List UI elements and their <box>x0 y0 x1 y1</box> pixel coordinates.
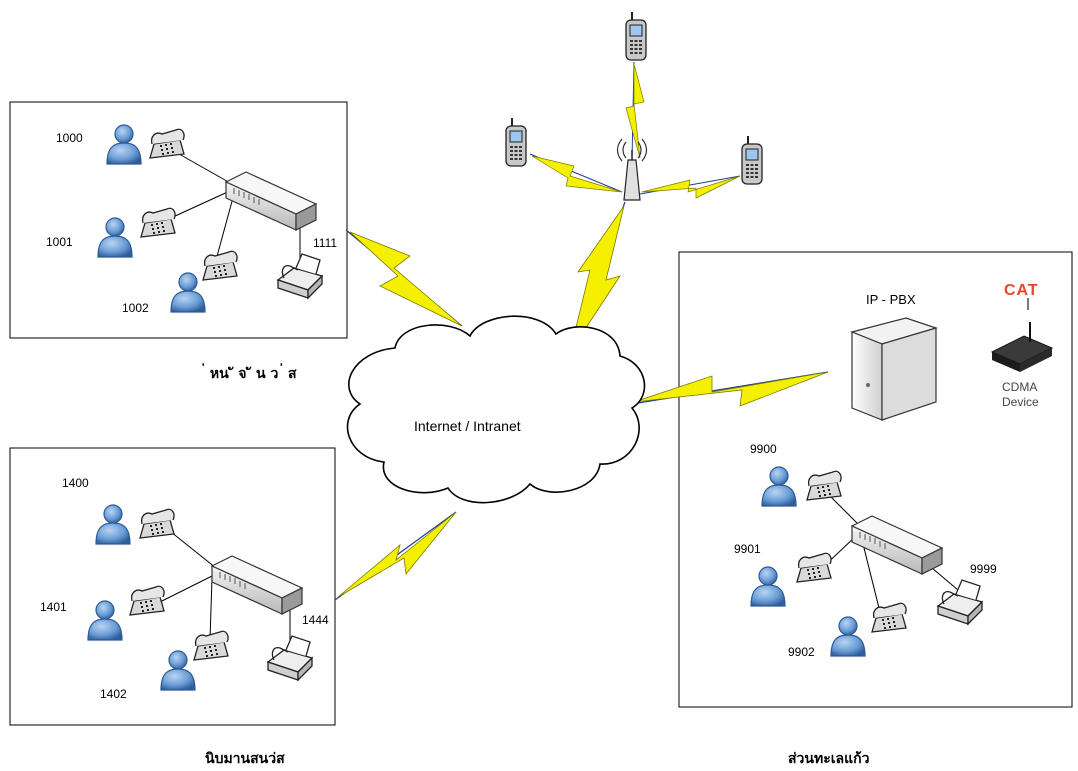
extension-label-1001: 1001 <box>46 235 73 249</box>
lightning-link-top-left <box>345 229 463 327</box>
fax-machine-icon <box>277 253 323 299</box>
extension-label-1400: 1400 <box>62 476 89 490</box>
network-switch-icon <box>851 515 943 575</box>
cat-logo: CAT <box>1004 282 1039 299</box>
wireless-links <box>334 61 829 601</box>
cdma-label-line2: Device <box>1002 395 1039 409</box>
mobile-phone-icon <box>741 135 763 185</box>
extension-label-1401: 1401 <box>40 600 67 614</box>
person-icon <box>750 566 786 607</box>
person-icon <box>106 124 142 165</box>
telephone-icon <box>129 585 165 616</box>
lightning-link-pbx <box>631 371 829 407</box>
office-box-bottom-left <box>9 447 336 726</box>
fax-machine-icon <box>937 579 983 625</box>
network-switch-icon <box>225 171 317 231</box>
fax-label-1444: 1444 <box>302 613 329 627</box>
lightning-link-mobile-right <box>639 175 741 199</box>
cloud-label: Internet / Intranet <box>414 418 521 434</box>
office-caption-bottom-left: นิบมานสนว่ส <box>205 751 285 767</box>
office-top-left <box>97 124 323 313</box>
extension-label-9902: 9902 <box>788 645 815 659</box>
extension-label-9901: 9901 <box>734 542 761 556</box>
pbx-label: IP - PBX <box>866 292 916 307</box>
ip-pbx-server-icon <box>850 317 938 421</box>
person-icon <box>830 616 866 657</box>
extension-label-1000: 1000 <box>56 131 83 145</box>
lightning-link-mobile-top <box>625 61 645 161</box>
fax-label-9999: 9999 <box>970 562 997 576</box>
telephone-icon <box>806 470 842 501</box>
person-icon <box>761 466 797 507</box>
office-caption-right: ส่วนทะเลแก้ว <box>788 751 870 767</box>
cdma-device-icon <box>990 322 1054 372</box>
office-box-top-left <box>9 101 348 339</box>
mobile-phone-icon <box>505 117 527 167</box>
person-icon <box>97 217 133 258</box>
person-icon <box>87 600 123 641</box>
antenna-tower-icon <box>616 138 648 201</box>
lightning-link-mobile-left <box>529 153 623 193</box>
person-icon <box>160 650 196 691</box>
extension-label-1002: 1002 <box>122 301 149 315</box>
network-switch-icon <box>211 555 303 615</box>
telephone-icon <box>139 508 175 539</box>
office-box-right <box>678 251 1073 708</box>
office-caption-top-left: ่ หน ั จ ั น ว ่ ส <box>205 366 297 382</box>
extension-label-1402: 1402 <box>100 687 127 701</box>
telephone-icon <box>796 552 832 583</box>
fax-machine-icon <box>267 635 313 681</box>
telephone-icon <box>140 207 176 238</box>
telephone-icon <box>871 602 907 633</box>
cdma-label-line1: CDMA <box>1002 380 1038 394</box>
mobile-phone-icon <box>625 11 647 61</box>
person-icon <box>95 504 131 545</box>
fax-label-1111: 1111 <box>313 236 338 250</box>
extension-label-9900: 9900 <box>750 442 777 456</box>
telephone-icon <box>193 630 229 661</box>
lightning-link-bottom-left <box>334 511 457 601</box>
office-bottom-left <box>87 504 313 691</box>
telephone-icon <box>149 128 185 159</box>
internet-cloud <box>346 315 646 504</box>
telephone-icon <box>202 250 238 281</box>
office-right <box>750 298 1054 657</box>
person-icon <box>170 272 206 313</box>
